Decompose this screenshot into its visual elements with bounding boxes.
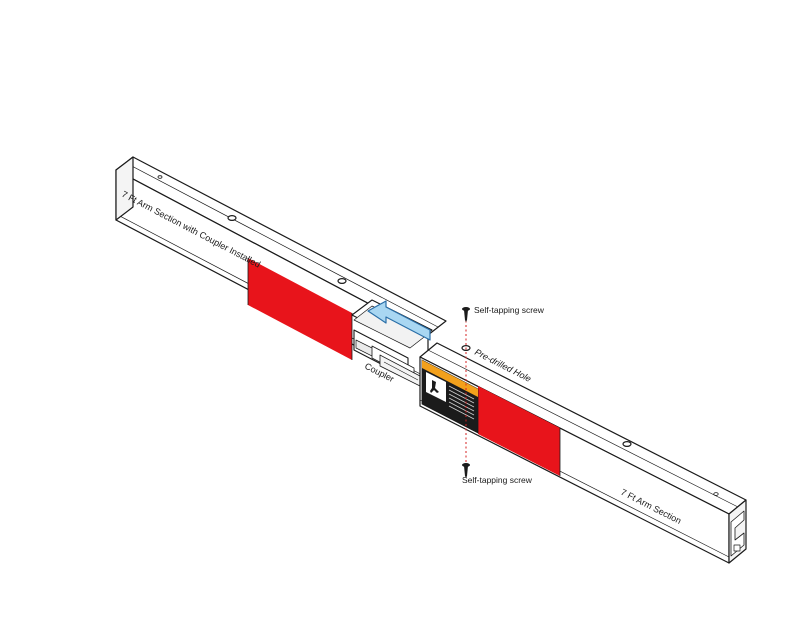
- screw-icon: [462, 307, 470, 322]
- left-hole-1: [227, 215, 237, 222]
- right-hole-2: [622, 441, 632, 448]
- warning-label-icon: [421, 359, 479, 434]
- left-arm-section: [115, 156, 447, 385]
- screw-bottom-label: Self-tapping screw: [462, 475, 533, 485]
- right-red-reflector: [478, 386, 560, 476]
- left-red-reflector: [248, 258, 352, 360]
- coupler: [351, 299, 433, 387]
- right-arm-section: [419, 342, 747, 564]
- screw-top-label: Self-tapping screw: [474, 305, 545, 315]
- insert-arrow-icon: [367, 300, 431, 341]
- screw-icon: [462, 463, 470, 478]
- right-end-profile: [728, 499, 747, 564]
- left-hole-2: [337, 278, 347, 285]
